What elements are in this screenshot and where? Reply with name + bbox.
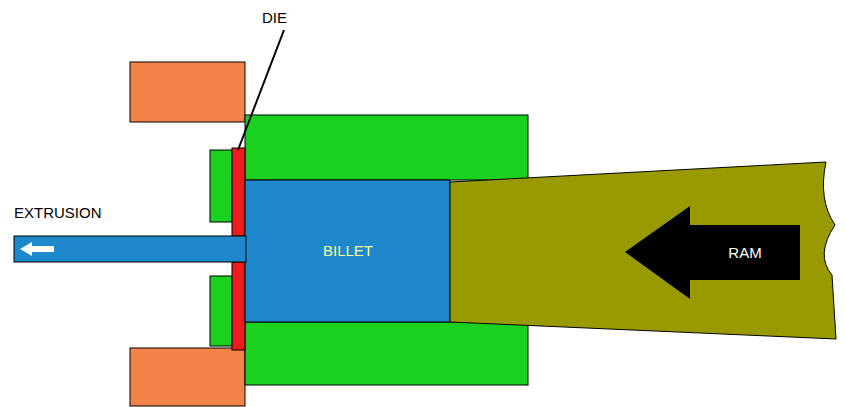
part-label: EXTRUSION [14, 205, 102, 222]
container-wall [245, 322, 528, 385]
clamp-block [130, 348, 245, 406]
extrusion-bar [14, 236, 246, 262]
die-backer [210, 150, 232, 222]
die [232, 148, 245, 236]
container-wall [245, 115, 528, 180]
billet-shape [245, 180, 450, 322]
callout-label: DIE [262, 10, 287, 27]
ram-shape [450, 162, 836, 339]
die [232, 262, 245, 350]
clamp-block [130, 62, 245, 122]
part-name: RAM [728, 245, 761, 262]
ram-arrow [625, 206, 800, 299]
flow-arrow [20, 242, 54, 256]
leader-line [238, 30, 284, 150]
billet-label-box: BILLET [250, 185, 446, 317]
die-backer [210, 276, 232, 346]
part-name: BILLET [323, 243, 373, 260]
ram-label-box: RAM [692, 228, 798, 278]
